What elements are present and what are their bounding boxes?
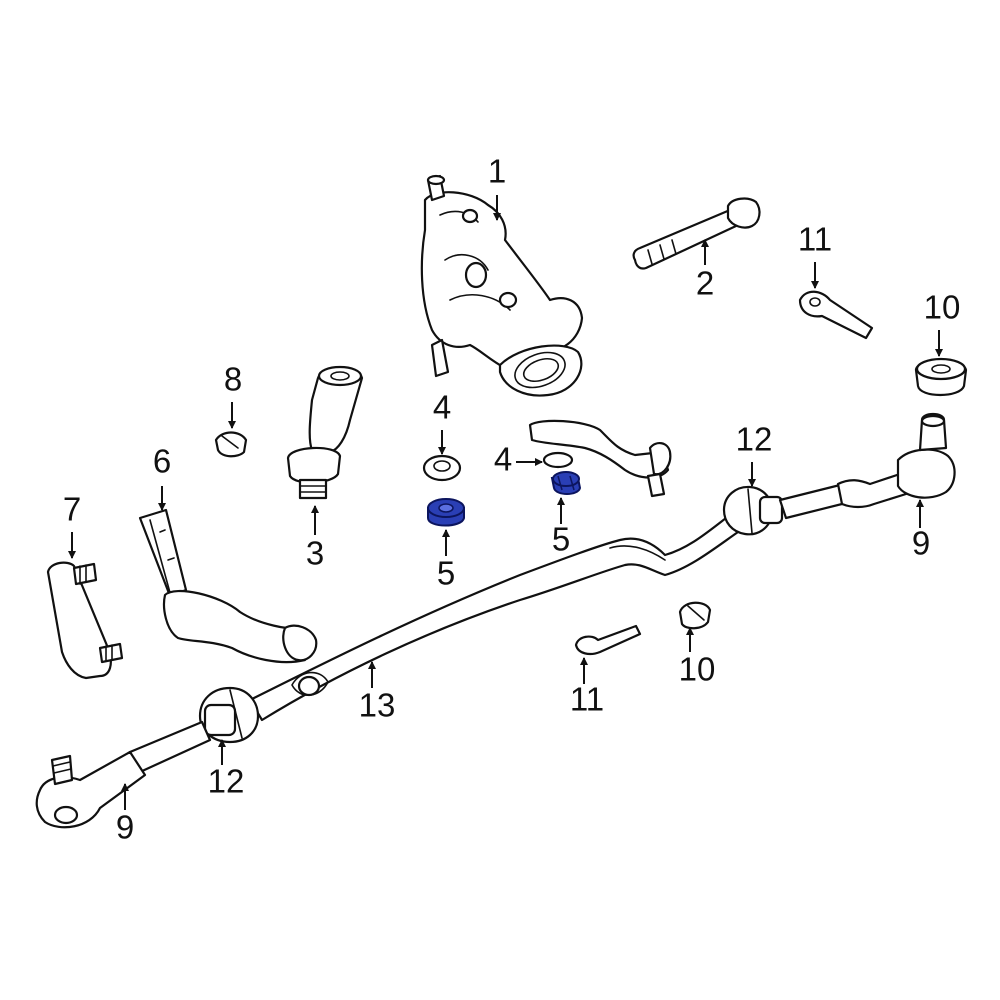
- callout-11-top[interactable]: 11: [798, 221, 832, 258]
- callout-12-left[interactable]: 12: [208, 763, 245, 800]
- callout-13[interactable]: 13: [359, 687, 396, 724]
- callout-4-right[interactable]: 4: [494, 441, 512, 478]
- callout-8[interactable]: 8: [224, 361, 242, 398]
- bracket-part-7[interactable]: [46, 561, 124, 680]
- nut-part-10-bottom[interactable]: [678, 601, 712, 630]
- leader-lines: [68, 195, 943, 810]
- cotter-pin-part-11-top[interactable]: [798, 290, 874, 340]
- callout-7[interactable]: 7: [63, 491, 81, 528]
- bolt-part-2[interactable]: [632, 197, 761, 270]
- cotter-pin-part-11-bottom[interactable]: [574, 624, 642, 656]
- callout-6[interactable]: 6: [153, 443, 171, 480]
- pitman-arm-part-3[interactable]: [286, 365, 364, 500]
- steering-gear-part-1[interactable]: [420, 174, 584, 397]
- idler-arm-part-6[interactable]: [138, 508, 318, 664]
- washer-part-4-left[interactable]: [422, 454, 462, 482]
- callout-10-bottom[interactable]: 10: [679, 651, 716, 688]
- washer-part-4-right[interactable]: [542, 451, 574, 469]
- tie-rod-end-part-9-left[interactable]: [35, 720, 212, 829]
- callout-5-right[interactable]: 5: [552, 521, 570, 558]
- callout-5-left[interactable]: 5: [437, 555, 455, 592]
- adjuster-sleeve-part-12-left[interactable]: [198, 686, 260, 744]
- callout-2[interactable]: 2: [696, 265, 714, 302]
- nut-part-8[interactable]: [214, 431, 248, 458]
- callout-12-right[interactable]: 12: [736, 421, 773, 458]
- callout-3[interactable]: 3: [306, 535, 324, 572]
- steering-arm-bracket[interactable]: [528, 419, 672, 498]
- nut-part-10-top[interactable]: [914, 357, 968, 396]
- callout-11-bottom[interactable]: 11: [570, 681, 604, 718]
- callout-1[interactable]: 1: [488, 153, 506, 190]
- callout-9-left[interactable]: 9: [116, 809, 134, 846]
- adjuster-sleeve-part-12-right[interactable]: [722, 485, 784, 536]
- bushing-part-5-right[interactable]: [550, 471, 582, 495]
- callout-labels: 1 2 3 4 4 5 5 6 7 8 9 9 10 10 11 11 12 1…: [63, 153, 961, 846]
- bushing-part-5-left[interactable]: [427, 498, 465, 527]
- callout-10-top[interactable]: 10: [924, 289, 961, 326]
- callout-9-right[interactable]: 9: [912, 525, 930, 562]
- callout-4-left[interactable]: 4: [433, 389, 451, 426]
- tie-rod-end-part-9-right[interactable]: [778, 412, 956, 520]
